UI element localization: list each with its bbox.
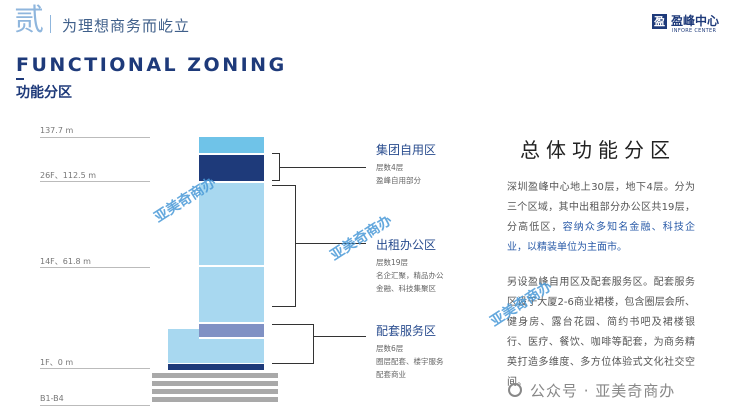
level-label-1f: 1F、0 m (40, 358, 74, 367)
level-label-basement: B1-B4 (40, 394, 64, 403)
basement-b4 (152, 397, 278, 402)
zone-service-line1: 层数6层 (376, 344, 404, 353)
basement-b3 (152, 389, 278, 394)
bracket-service (272, 324, 314, 364)
podium-left (168, 329, 199, 363)
zone-office-line2: 名企汇聚，精品办公 (376, 271, 444, 280)
level-line-1f (40, 368, 150, 369)
zone-group: 集团自用区 层数4层 盈峰自用部分 (376, 141, 436, 187)
level-label-26f: 26F、112.5 m (40, 171, 97, 180)
zone-group-title: 集团自用区 (376, 143, 437, 157)
level-line-top (40, 137, 150, 138)
overview-paragraph-1: 深圳盈峰中心地上30层，地下4层。分为三个区域，其中出租部分办公区共19层，分高… (507, 178, 695, 258)
overview-title: 总体功能分区 (520, 138, 676, 162)
section-number: 贰 (14, 3, 44, 38)
overview-p1-text: 深圳盈峰中心地上30层，地下4层。分为三个区域，其中出租部分办公区共19层，分高… (507, 182, 695, 233)
tower-podium (199, 339, 264, 363)
bracket-group (272, 153, 280, 181)
level-label-top: 137.7 m (40, 126, 74, 135)
level-line-basement (40, 405, 150, 406)
bracket-office (272, 185, 296, 307)
header-title: 为理想商务而屹立 (62, 17, 191, 35)
logo-subtitle: INFORE CENTER (672, 28, 717, 34)
english-title: FUNCTIONAL ZONING (16, 54, 287, 76)
level-label-14f: 14F、61.8 m (40, 257, 91, 266)
zone-service-title: 配套服务区 (376, 324, 437, 338)
connector-service (314, 336, 366, 337)
footer-watermark: 公众号 · 亚美奇商办 (530, 382, 676, 400)
wechat-icon (508, 383, 522, 397)
zone-group-line1: 层数4层 (376, 163, 404, 172)
zone-service-line2: 圈层配套、楼宇服务 (376, 357, 444, 366)
tower-refuge-floor (199, 324, 264, 337)
tower-crown (199, 137, 264, 153)
overview-paragraph-2: 另设盈峰自用区及配套服务区。配套服务区设于大厦2-6商业裙楼，包含圈层会所、健身… (507, 277, 695, 388)
overview-p1-highlight: 容纳众多知名金融、科技企业，以精装单位为主面市。 (507, 222, 695, 253)
level-line-14f (40, 267, 150, 268)
tower-ground-floor (168, 364, 264, 370)
title-dash (16, 78, 24, 80)
tower-office-high (199, 183, 264, 265)
tower-office-low (199, 267, 264, 322)
basement-b1 (152, 373, 278, 378)
zone-service-line3: 配套商业 (376, 370, 406, 379)
zone-office: 出租办公区 层数19层 名企汇聚，精品办公 金融、科技集聚区 (376, 236, 444, 295)
logo-name: 盈峰中心 (671, 14, 720, 28)
chinese-title: 功能分区 (16, 85, 72, 101)
zone-office-line1: 层数19层 (376, 258, 409, 267)
level-line-26f (40, 181, 150, 182)
connector-group (280, 167, 366, 168)
zone-office-line3: 金融、科技集聚区 (376, 284, 436, 293)
logo-icon: 盈 (652, 14, 667, 29)
header-divider (50, 15, 51, 33)
zone-office-title: 出租办公区 (376, 238, 437, 252)
zone-service: 配套服务区 层数6层 圈层配套、楼宇服务 配套商业 (376, 322, 444, 381)
basement-b2 (152, 381, 278, 386)
connector-office (296, 243, 366, 244)
tower-group-zone (199, 155, 264, 181)
zone-group-line2: 盈峰自用部分 (376, 176, 421, 185)
